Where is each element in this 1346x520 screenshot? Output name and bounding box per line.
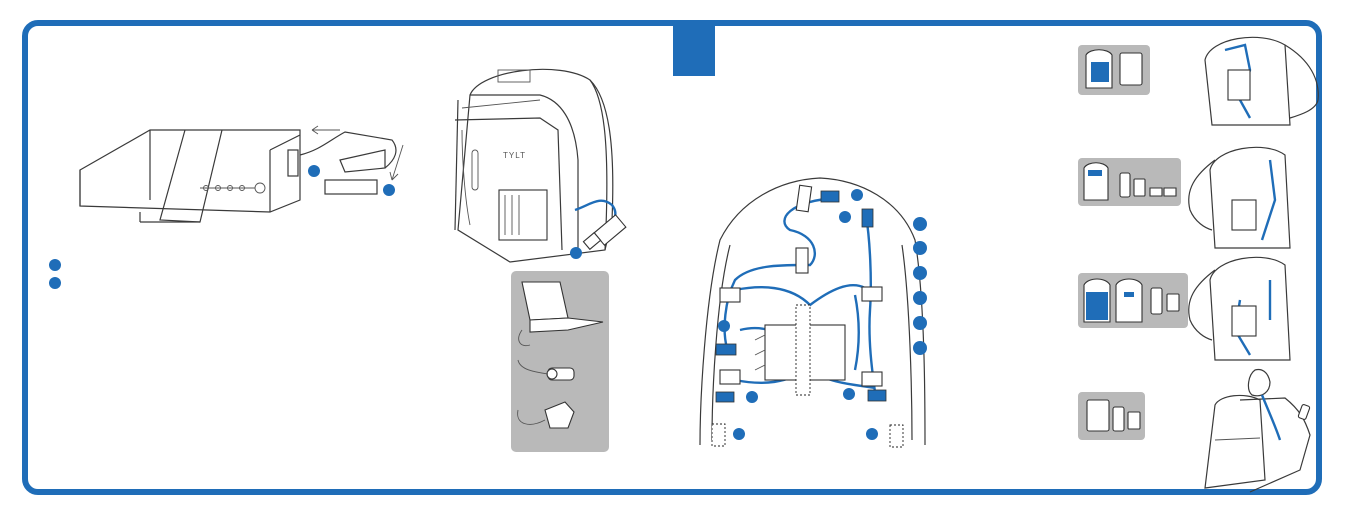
backpack-cutaway-1: [1205, 37, 1318, 125]
legend-marker-d: [913, 291, 927, 305]
backpack-cutaway-2: [1189, 147, 1290, 248]
back-panel-routing: [700, 178, 925, 447]
backpack-cutaway-3: [1189, 257, 1290, 360]
pocket-slot-bottom-right: [868, 390, 886, 401]
car-charger-icon: [547, 368, 574, 380]
legend-marker-c: [913, 266, 927, 280]
tablet-icon-2: [1087, 400, 1109, 431]
legend-marker-b: [913, 241, 927, 255]
brand-logo: TYLT: [503, 151, 526, 160]
legend-marker-a: [913, 217, 927, 231]
left-legend: [49, 259, 61, 289]
phone-icon-2: [1151, 288, 1162, 314]
step-marker-usb: [570, 247, 582, 259]
pocket-slot-right: [862, 209, 873, 227]
legend-marker-1: [49, 259, 61, 271]
usb-plug-icon: [583, 215, 625, 249]
charging-sources-panel: [511, 271, 609, 452]
phone-icon-3: [1113, 407, 1124, 431]
power-led-row: [200, 183, 265, 193]
tablet-icon: [1120, 53, 1142, 85]
music-player-icon: [1134, 179, 1145, 196]
legend-marker-f: [913, 341, 927, 355]
step-marker-2: [383, 184, 395, 196]
pocket-slot-left: [716, 344, 736, 355]
usage-panel-2: [1078, 158, 1181, 206]
legend-marker-2: [49, 277, 61, 289]
step-marker-1: [308, 165, 320, 177]
music-player-icon-3: [1128, 412, 1140, 429]
battery-pack-illustration: [80, 126, 403, 222]
person-wearing-backpack: [1205, 370, 1310, 493]
phone-icon: [1120, 173, 1130, 197]
legend-marker-e: [913, 316, 927, 330]
usage-panel-1: [1078, 45, 1150, 95]
music-player-icon-2: [1167, 294, 1179, 311]
pocket-slot-top: [821, 191, 839, 202]
backpack-usb-illustration: TYLT: [455, 69, 626, 262]
usage-panel-3: [1078, 273, 1188, 328]
usage-panel-4: [1078, 392, 1145, 440]
pocket-slot-bottom-left: [716, 392, 734, 402]
